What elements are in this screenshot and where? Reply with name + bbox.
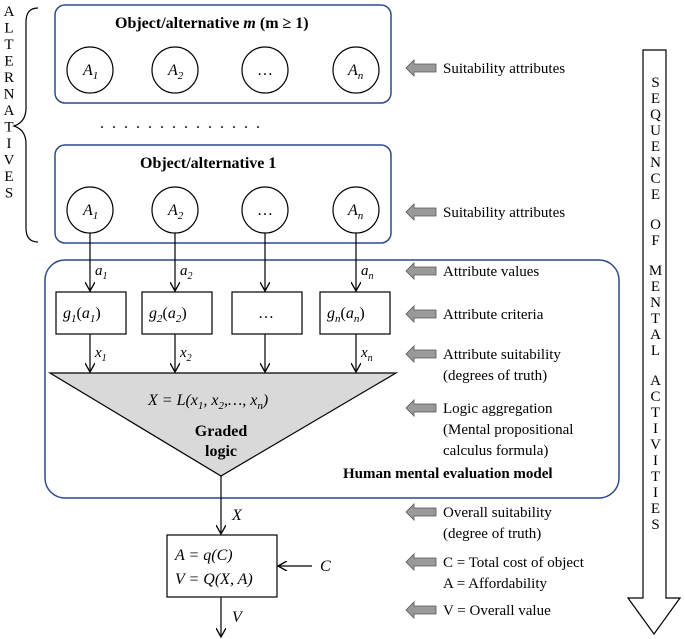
top-node-a1	[66, 46, 114, 94]
alternative-1-box	[54, 144, 392, 244]
criterion-g1-label: g1(a1)	[63, 305, 101, 325]
alternatives-label-text: ALTERNATIVES	[1, 4, 17, 202]
annotation-suitability-attributes-top: Suitability attributes	[443, 61, 565, 77]
top-alternative-box	[54, 4, 392, 104]
criteria-boxes: g1(a1) g2(a2) … gn(an)	[55, 291, 391, 335]
sequence-label-word-0: SEQUENCE	[647, 75, 664, 203]
value-formula: V = Q(X, A)	[175, 571, 253, 588]
criterion-gn	[319, 291, 391, 335]
annotation-attribute-values: Attribute values	[443, 264, 539, 280]
annotation-overall-value: V = Overall value	[443, 603, 551, 619]
criterion-g2	[141, 291, 213, 335]
mid-node-a1-label: A1	[82, 202, 98, 222]
top-node-ellipsis-label: …	[257, 62, 273, 79]
sequence-label-word-2: MENTAL	[647, 263, 664, 359]
mid-node-a2-label: A2	[167, 202, 184, 222]
sequence-arrow	[626, 49, 682, 636]
mid-node-an-label: An	[347, 202, 364, 222]
suitability-x2: x2	[179, 345, 192, 364]
top-node-a2-label: A2	[167, 62, 184, 82]
top-node-an	[332, 46, 380, 94]
annotation-calculus-formula: calculus formula)	[443, 443, 548, 459]
cost-var: C	[320, 558, 331, 575]
annotation-suitability-attributes: Suitability attributes	[443, 205, 565, 221]
top-box-title: Object/alternative m (m ≥ 1)	[115, 15, 309, 32]
criterion-g1	[55, 291, 127, 335]
criteria-to-logic-arrows	[90, 334, 356, 371]
top-node-a1-label: A1	[82, 62, 98, 82]
annotation-arrows	[405, 59, 437, 619]
attribute-value-a1: a1	[95, 263, 108, 282]
annotation-attribute-suitability: Attribute suitability	[443, 347, 561, 363]
annotation-affordability: A = Affordability	[443, 576, 548, 592]
annotation-degree-of-truth: (degree of truth)	[443, 526, 541, 542]
affordability-formula: A = q(C)	[174, 547, 233, 564]
mid-node-ellipsis-label: …	[257, 202, 273, 219]
graded-label: Graded	[195, 423, 248, 440]
alternative-1-nodes: A1 A2 … An	[66, 186, 380, 234]
value-box	[166, 534, 278, 598]
overall-suitability-var: X	[231, 507, 243, 524]
alternatives-brace	[12, 7, 39, 243]
annotation-mental-propositional: (Mental propositional	[443, 422, 573, 438]
sequence-label-word-1: OF	[647, 217, 664, 249]
criterion-ellipsis-label: …	[258, 305, 274, 322]
annotation-overall-suitability: Overall suitability	[443, 505, 552, 521]
node-to-criteria-arrows	[90, 233, 356, 290]
attribute-value-an: an	[361, 263, 374, 282]
graded-logic-triangle	[47, 372, 399, 477]
annotation-degrees-of-truth: (degrees of truth)	[443, 368, 547, 384]
overall-value-var: V	[232, 609, 244, 626]
criterion-ellipsis	[231, 291, 303, 335]
criterion-g2-label: g2(a2)	[149, 305, 187, 325]
model-label: Human mental evaluation model	[343, 466, 553, 482]
annotation-total-cost: C = Total cost of object	[443, 555, 585, 571]
suitability-x1: x1	[94, 345, 107, 364]
alternative-1-title: Object/alternative 1	[140, 155, 276, 172]
top-node-an-label: An	[347, 62, 364, 82]
suitability-xn: xn	[360, 345, 373, 364]
annotations: Suitability attributes Suitability attri…	[443, 61, 585, 619]
criterion-gn-label: gn(an)	[327, 305, 365, 325]
sequence-vertical-label: SEQUENCE OF MENTAL ACTIVITIES	[646, 75, 664, 547]
logic-label: logic	[205, 443, 237, 460]
evaluation-model-box	[44, 259, 620, 499]
attribute-value-a2: a2	[180, 263, 193, 282]
aggregation-formula: X = L(x1, x2,…, xn)	[147, 392, 268, 412]
top-box-nodes: A1 A2 … An	[66, 46, 380, 94]
top-node-ellipsis	[241, 46, 289, 94]
alternatives-dots: . . . . . . . . . . . . . .	[100, 115, 262, 132]
annotation-logic-aggregation: Logic aggregation	[443, 401, 553, 417]
top-node-a2	[151, 46, 199, 94]
annotation-attribute-criteria: Attribute criteria	[443, 307, 544, 323]
sequence-label-word-3: ACTIVITIES	[647, 373, 664, 533]
alternatives-vertical-label: ALTERNATIVES	[0, 4, 17, 208]
